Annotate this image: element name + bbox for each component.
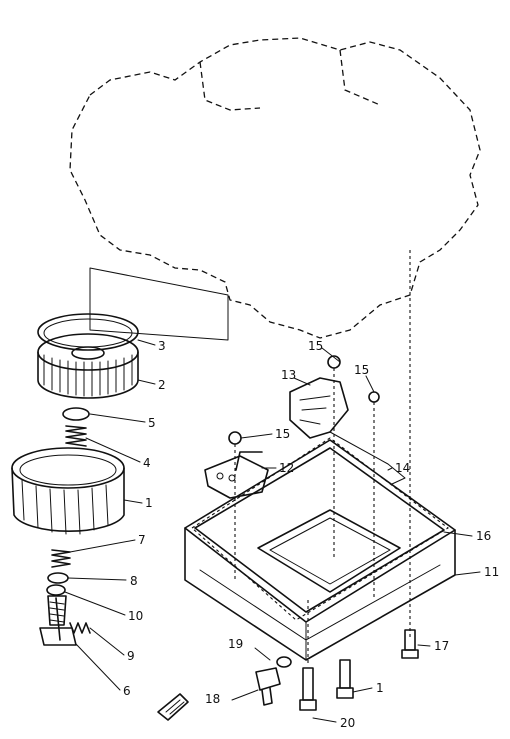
strainer-12 (204, 451, 269, 499)
callout-16: 16 (476, 529, 491, 543)
spring-7 (51, 549, 71, 568)
callout-15-top: 15 (308, 339, 323, 353)
callout-3: 3 (158, 339, 166, 353)
callout-17: 17 (434, 639, 449, 653)
callout-5: 5 (148, 416, 156, 430)
spring-4 (65, 425, 87, 447)
callout-2: 2 (158, 378, 166, 392)
oil-filter-case (11, 447, 125, 535)
washer-19 (276, 656, 292, 668)
spring-9 (69, 622, 91, 634)
drain-bolt-18 (255, 667, 281, 706)
callout-14: 14 (395, 461, 410, 475)
callout-12: 12 (279, 461, 294, 475)
callout-4: 4 (143, 456, 151, 470)
callout-18: 18 (205, 692, 220, 706)
callout-15-left: 15 (275, 427, 290, 441)
callout-9: 9 (127, 649, 135, 663)
gasket-14 (329, 431, 406, 485)
bolt-15-right (368, 391, 380, 403)
callout-7: 7 (138, 533, 146, 547)
callout-1-bolt: 1 (376, 681, 384, 695)
callout-1-filter-case: 1 (145, 496, 153, 510)
o-ring-10 (46, 584, 66, 596)
callout-6: 6 (123, 684, 131, 698)
bolt-15-left (228, 431, 242, 445)
brand-stamp (157, 693, 189, 721)
callout-13: 13 (281, 368, 296, 382)
washer-5 (62, 407, 90, 421)
bolt-20 (299, 667, 317, 711)
callout-10: 10 (128, 609, 143, 623)
callout-11: 11 (484, 565, 499, 579)
oil-filter-element (37, 313, 139, 399)
engine-inner-outline (199, 49, 381, 111)
bolt-1-right (336, 659, 354, 699)
callout-20: 20 (340, 716, 355, 730)
filter-bolt-6 (39, 595, 77, 646)
engine-outline (69, 37, 481, 339)
callout-8: 8 (130, 574, 138, 588)
cover-13 (289, 377, 349, 439)
filter-axis-line (89, 267, 229, 341)
callout-15-right: 15 (354, 363, 369, 377)
leader-lines (64, 339, 481, 723)
callout-19: 19 (228, 637, 243, 651)
bolt-17 (401, 629, 419, 659)
o-ring-8 (47, 572, 69, 584)
oil-pan-11 (184, 439, 456, 661)
